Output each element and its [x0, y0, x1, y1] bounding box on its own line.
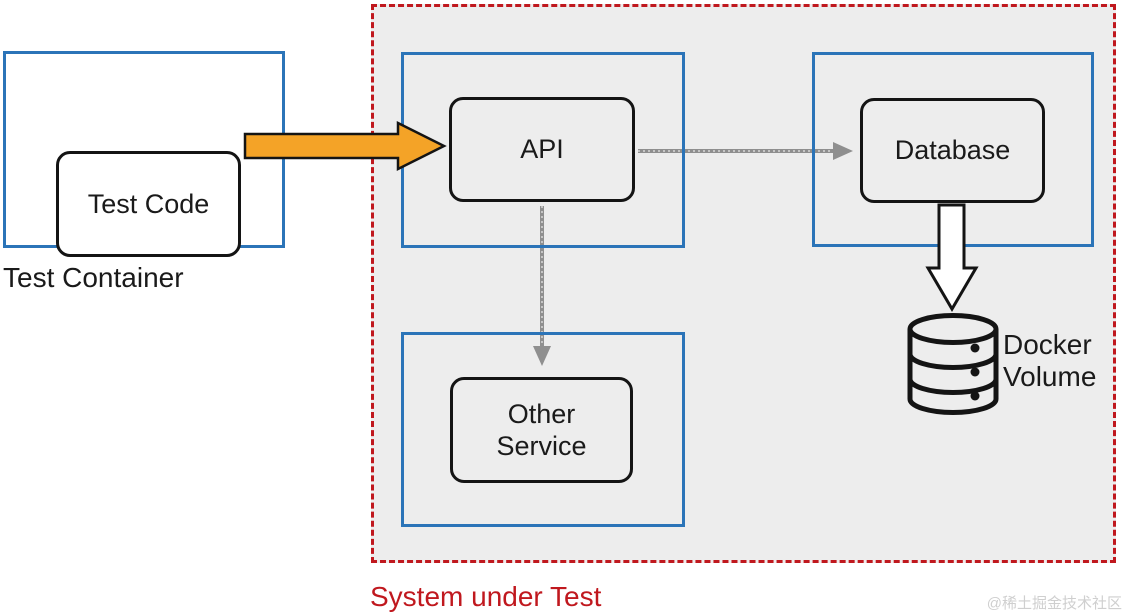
- system-under-test-label: System under Test: [370, 581, 602, 612]
- watermark-text: @稀土掘金技术社区: [986, 595, 1122, 612]
- test-container-box: Test Code: [3, 51, 285, 257]
- database-label: Database: [894, 135, 1011, 166]
- database-node: Database: [860, 98, 1045, 203]
- other-service-label: Other Service: [496, 398, 587, 461]
- api-label: API: [520, 134, 564, 165]
- api-node: API: [449, 97, 635, 202]
- test-code-node: Test Code: [56, 151, 241, 257]
- docker-volume-label: Docker Volume: [1003, 329, 1097, 393]
- test-container-label: Test Container: [3, 262, 184, 293]
- other-service-node: Other Service: [450, 377, 633, 483]
- test-code-label: Test Code: [87, 188, 210, 219]
